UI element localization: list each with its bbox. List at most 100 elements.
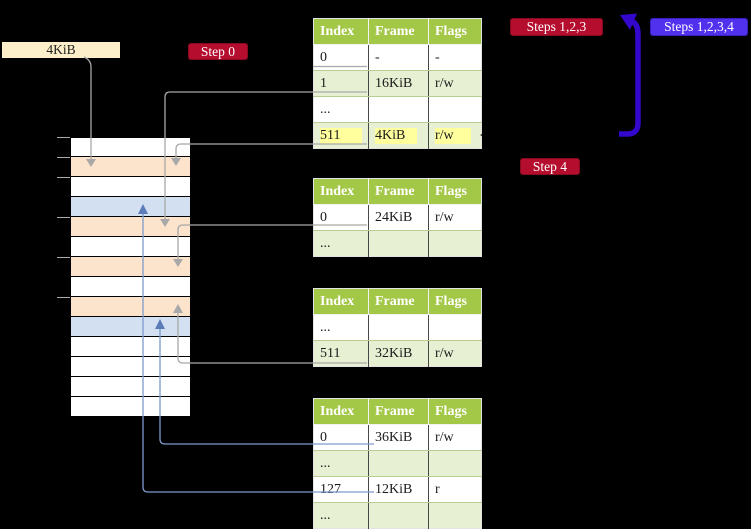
- page-table-level-1-table: Index Frame Flags 0 - - 1 16KiB r/w ... …: [313, 18, 482, 149]
- page-table-4: Index Frame Flags 0 36KiB r/w ... 127 12…: [313, 398, 482, 529]
- step0-label: Step 0: [200, 43, 236, 59]
- cell-flags: [428, 450, 482, 477]
- cell-frame: [368, 96, 429, 123]
- column-header-flags: Flags: [428, 178, 482, 205]
- cell-flags: [428, 230, 482, 257]
- page-table-2: Index Frame Flags 0 24KiB r/w ...: [313, 178, 482, 257]
- cell-flags: [428, 314, 482, 341]
- page-table-level-1: Index Frame Flags 0 - - 1 16KiB r/w ... …: [313, 18, 482, 149]
- column-header-index: Index: [313, 18, 369, 45]
- table-row-highlighted: 511 4KiB r/w: [313, 122, 482, 149]
- frame-size-box: 4KiB: [2, 42, 120, 58]
- cell-flags: r/w: [428, 122, 482, 149]
- cell-index: 127: [313, 476, 369, 503]
- memory-row-white: [71, 377, 190, 397]
- steps1234-badge: Steps 1,2,3,4: [650, 18, 748, 36]
- cell-flags: -: [428, 44, 482, 71]
- steps123-label: Steps 1,2,3: [526, 19, 587, 34]
- page-table-4-table: Index Frame Flags 0 36KiB r/w ... 127 12…: [313, 398, 482, 529]
- table-row: 0 36KiB r/w: [313, 424, 482, 451]
- cell-frame: [368, 314, 429, 341]
- column-header-frame: Frame: [368, 178, 429, 205]
- cell-frame: 36KiB: [368, 424, 429, 451]
- step4-badge: Step 4: [520, 158, 580, 175]
- memory-row-peach: [71, 157, 190, 177]
- steps1234-label: Steps 1,2,3,4: [664, 19, 734, 34]
- column-header-frame: Frame: [368, 398, 429, 425]
- table-header-row: Index Frame Flags: [313, 18, 482, 45]
- cell-index: 0: [313, 204, 369, 231]
- cell-frame: [368, 450, 429, 477]
- memory-tick-marks: [57, 137, 70, 298]
- cell-flags: r: [428, 476, 482, 503]
- step0-badge: Step 0: [188, 43, 248, 60]
- table-row: 0 24KiB r/w: [313, 204, 482, 231]
- cell-flags: r/w: [428, 204, 482, 231]
- steps123-badge: Steps 1,2,3: [510, 18, 603, 36]
- cell-index: 511: [313, 122, 369, 149]
- cell-frame: [368, 502, 429, 529]
- memory-column: [71, 137, 190, 417]
- column-header-index: Index: [313, 288, 369, 315]
- cell-frame: 12KiB: [368, 476, 429, 503]
- table-row: 127 12KiB r: [313, 476, 482, 503]
- cell-flags: r/w: [428, 340, 482, 367]
- cell-index: 511: [313, 340, 369, 367]
- column-header-flags: Flags: [428, 288, 482, 315]
- cell-frame: 24KiB: [368, 204, 429, 231]
- cell-index: ...: [313, 502, 369, 529]
- table-header-row: Index Frame Flags: [313, 178, 482, 205]
- cell-index: ...: [313, 314, 369, 341]
- memory-row-peach: [71, 257, 190, 277]
- table-header-row: Index Frame Flags: [313, 288, 482, 315]
- cell-index: 0: [313, 424, 369, 451]
- cell-index: ...: [313, 450, 369, 477]
- memory-row-white: [71, 397, 190, 417]
- table-row: ...: [313, 96, 482, 123]
- table-row: ...: [313, 230, 482, 257]
- memory-row-white: [71, 177, 190, 197]
- table-row: ...: [313, 502, 482, 529]
- memory-row-white: [71, 137, 190, 157]
- thick-blue-arrowhead: [620, 13, 637, 30]
- frame-size-label: 4KiB: [46, 42, 76, 57]
- cell-flags: r/w: [428, 424, 482, 451]
- page-table-3-table: Index Frame Flags ... 511 32KiB r/w: [313, 288, 482, 367]
- highlighted-value: 4KiB: [375, 127, 417, 144]
- table-row: 511 32KiB r/w: [313, 340, 482, 367]
- cell-index: ...: [313, 96, 369, 123]
- table-header-row: Index Frame Flags: [313, 398, 482, 425]
- table-row: 0 - -: [313, 44, 482, 71]
- memory-row-blue: [71, 197, 190, 217]
- column-header-index: Index: [313, 398, 369, 425]
- cell-frame: 16KiB: [368, 70, 429, 97]
- column-header-flags: Flags: [428, 398, 482, 425]
- cell-flags: r/w: [428, 70, 482, 97]
- cell-frame: 4KiB: [368, 122, 429, 149]
- highlighted-value: 511: [320, 127, 362, 144]
- table-row: ...: [313, 450, 482, 477]
- cell-frame: [368, 230, 429, 257]
- column-header-frame: Frame: [368, 18, 429, 45]
- highlighted-value: r/w: [435, 127, 471, 144]
- step4-label: Step 4: [532, 158, 568, 174]
- table-row: 1 16KiB r/w: [313, 70, 482, 97]
- table-row: ...: [313, 314, 482, 341]
- memory-row-white: [71, 337, 190, 357]
- cell-flags: [428, 502, 482, 529]
- cell-index: 0: [313, 44, 369, 71]
- cell-flags: [428, 96, 482, 123]
- cell-frame: 32KiB: [368, 340, 429, 367]
- column-header-frame: Frame: [368, 288, 429, 315]
- cell-index: ...: [313, 230, 369, 257]
- memory-row-peach: [71, 217, 190, 237]
- memory-row-white: [71, 357, 190, 377]
- cell-frame: -: [368, 44, 429, 71]
- column-header-flags: Flags: [428, 18, 482, 45]
- memory-row-white: [71, 277, 190, 297]
- thick-blue-arrow-shaft: [619, 19, 641, 137]
- memory-row-blue: [71, 317, 190, 337]
- column-header-index: Index: [313, 178, 369, 205]
- cell-index: 1: [313, 70, 369, 97]
- memory-row-white: [71, 237, 190, 257]
